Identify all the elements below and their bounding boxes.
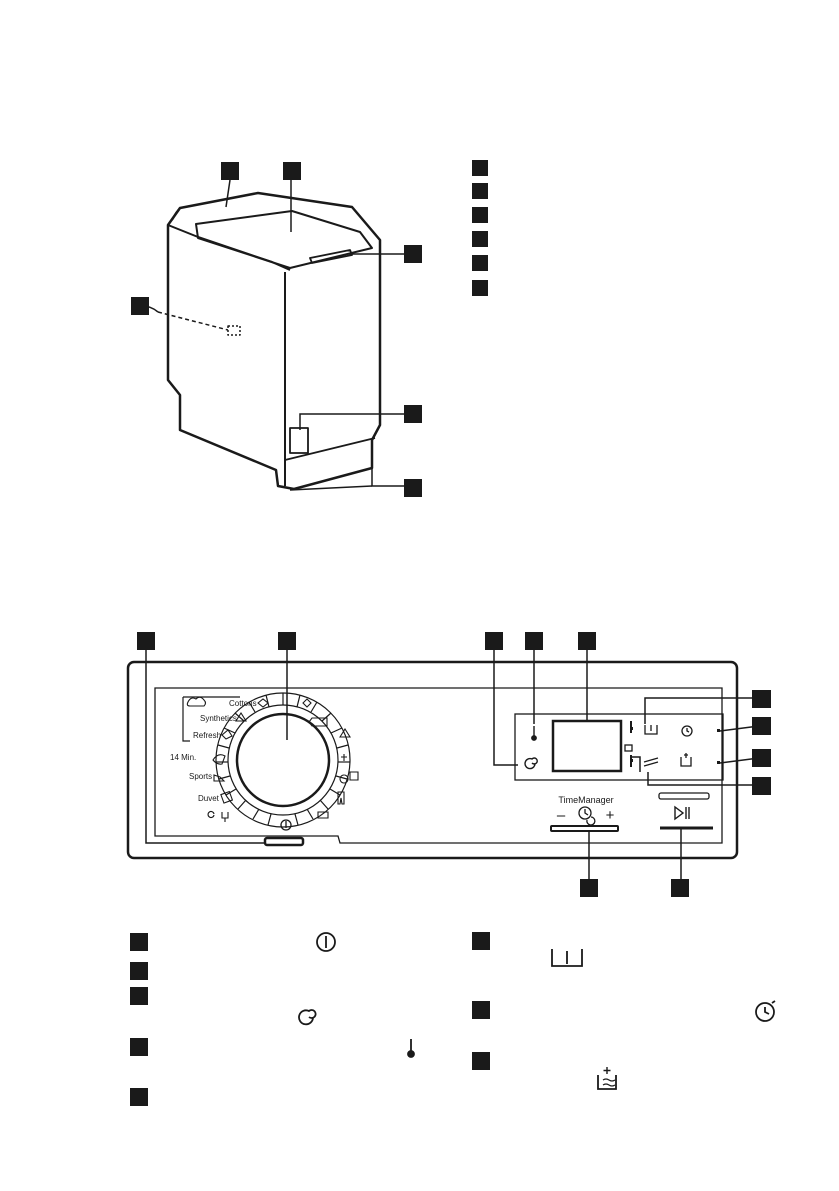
rinse-icon [317,811,329,819]
programme-cottons[interactable]: Cottons [229,699,257,708]
top-callout-markers [131,160,488,497]
panel-outer [126,660,739,860]
programme-symbols [186,696,359,822]
programme-knob[interactable] [235,712,331,808]
programme-sports[interactable]: Sports [189,772,212,781]
programme-labels: Cottons Synthetics Refresh 14 Min. Sport… [170,699,257,803]
door-lock-icon [624,744,633,752]
display-frame [514,713,724,781]
programme-group-bracket [182,696,240,742]
programme-14min[interactable]: 14 Min. [170,753,196,762]
timemanager-minus-button[interactable]: – [557,807,566,824]
start-pause-indicator [658,792,710,800]
timemanager-label: TimeManager [558,795,613,805]
legend-power-icon [316,932,336,952]
stain-icon[interactable] [643,757,659,767]
legend-prewash-icon [551,949,583,967]
panel-leader-lines [145,649,760,879]
bottom-legend-icons [298,932,776,1090]
spin-icon[interactable] [524,757,538,770]
silk-icon [339,727,351,738]
timemanager-plus-button[interactable]: + [606,807,615,824]
panel-callout-markers [137,632,771,897]
option-icons [624,725,693,767]
wool-icon [302,698,312,708]
drain-icon [221,812,229,822]
refresh-icon [221,729,233,740]
panel-inner [154,687,723,844]
lcd-display [551,719,623,773]
thermometer-icon[interactable] [531,726,537,741]
pump-filter-door [289,427,309,454]
extra-rinse-icon[interactable] [680,753,692,767]
timemanager-icon [578,806,596,826]
programme-ring-segments [216,693,350,826]
rating-plate [227,325,241,336]
delay-start-icon[interactable] [681,725,693,737]
synthetics-icon [235,711,247,722]
top-panel [195,210,373,269]
lid-handle [309,249,353,264]
cottons-icon [257,698,269,708]
power-indicator [263,836,305,847]
machine-drawing [166,191,382,491]
timemanager-group: TimeManager – + [557,795,615,826]
steam-icon [186,696,207,707]
duvet-icon [220,790,234,804]
top-leader-lines [138,179,404,491]
mixed-icon [339,771,359,784]
option-leds [630,727,720,764]
jeans-icon [337,791,345,805]
legend-thermometer-icon [407,1039,415,1058]
legend-spin-icon [298,1009,317,1026]
prewash-icon[interactable] [644,725,658,735]
curtain-icon [341,754,347,761]
eco-14min-icon [212,754,226,765]
programme-synthetics[interactable]: Synthetics [200,714,237,723]
spin-drain-icon [207,810,215,819]
sports-icon [213,774,226,782]
delicates-icon [308,717,328,727]
control-panel [126,660,739,860]
programme-duvet[interactable]: Duvet [198,794,220,803]
programme-refresh[interactable]: Refresh [193,731,221,740]
legend-delay-icon [755,1000,776,1022]
bottom-legend-markers [130,932,490,1106]
power-icon[interactable] [280,819,292,831]
legend-extra-rinse-icon [597,1067,617,1090]
start-pause-icon[interactable] [674,805,690,821]
timemanager-slider [550,825,619,832]
machine-outline [166,191,382,491]
